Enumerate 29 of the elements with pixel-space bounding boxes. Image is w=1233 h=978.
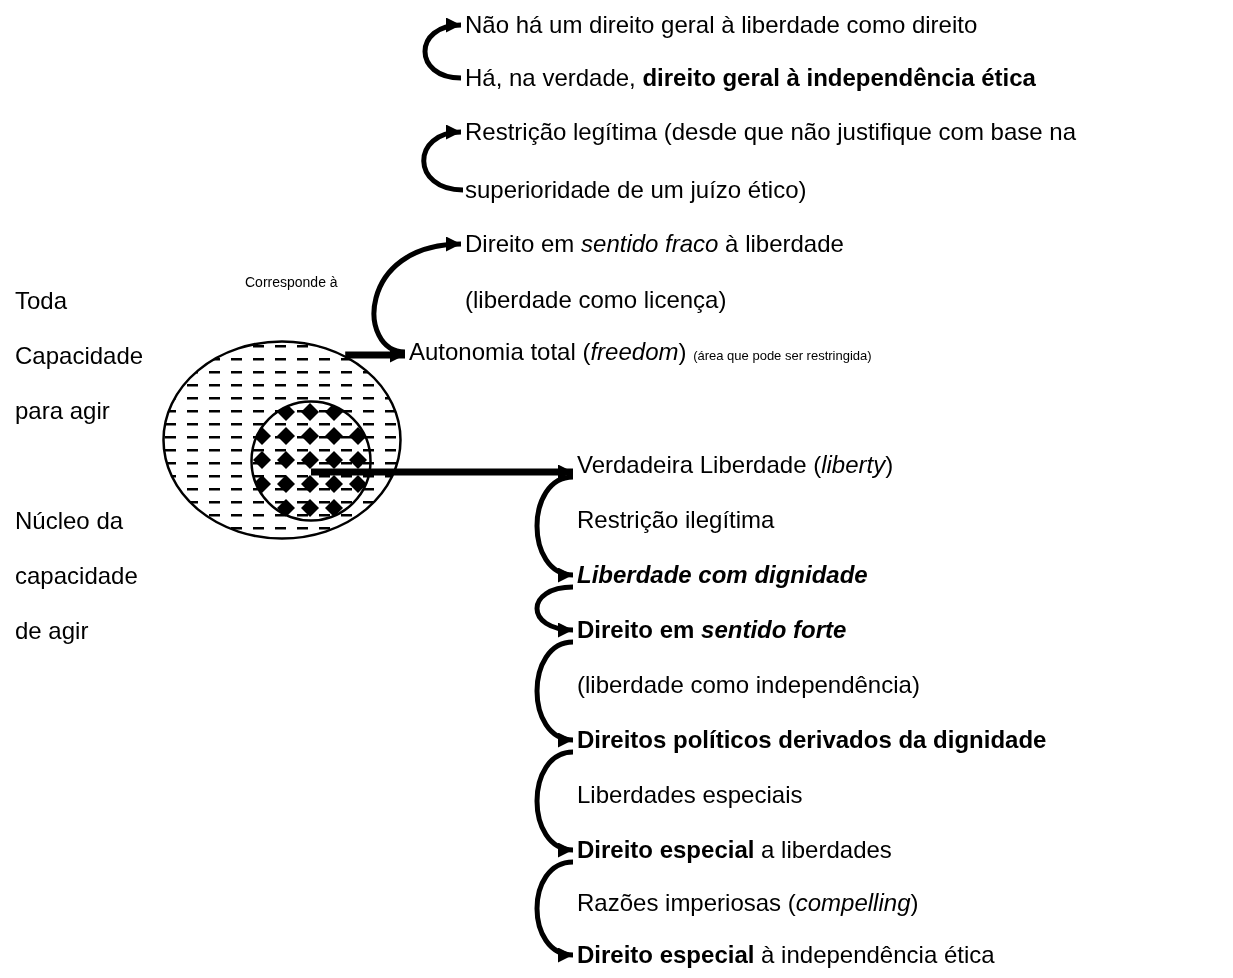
text-label: Autonomia total (freedom) [409,338,687,365]
curved-arrow [534,474,574,580]
text-label: Há, na verdade, direito geral à independência ética [465,63,1036,93]
text-label: Verdadeira Liberdade (liberty) [577,450,894,480]
text-label: Direito em sentido fraco à liberdade [465,229,844,259]
text-label: Restrição legítima (desde que não justifique com base na superioridade de um juízo ético) [465,103,1200,219]
text-label: Liberdades especiais [577,780,803,810]
text-label: Direito especial a liberdades [577,835,892,865]
curved-arrow [421,126,464,193]
curved-arrow [422,18,462,81]
text-label: Direito especial à independência ética [577,940,995,970]
curved-arrow [534,639,574,745]
arrow [311,464,573,480]
curved-arrow [534,749,574,855]
note-text: (área que pode ser restringida) [693,348,872,363]
side-label: Toda Capacidade para agir [15,286,145,426]
text-label: (liberdade como independência) [577,670,920,700]
text-label: Não há um direito geral à liberdade como direito [465,10,978,40]
text-label: Direitos políticos derivados da dignidade [577,725,1047,755]
text-label: Restrição ilegítima [577,505,775,535]
curved-arrow [371,237,462,355]
curved-arrow [534,859,574,960]
text-label: (liberdade como licença) [465,285,727,315]
text-label: Razões imperiosas (compelling) [577,888,919,918]
text-label: Direito em sentido forte [577,615,847,645]
side-label: Núcleo da capacidade de agir [15,505,139,646]
text-label: Liberdade com dignidade [577,560,868,590]
text-label: Corresponde à [245,273,338,292]
curved-arrow [534,584,574,637]
